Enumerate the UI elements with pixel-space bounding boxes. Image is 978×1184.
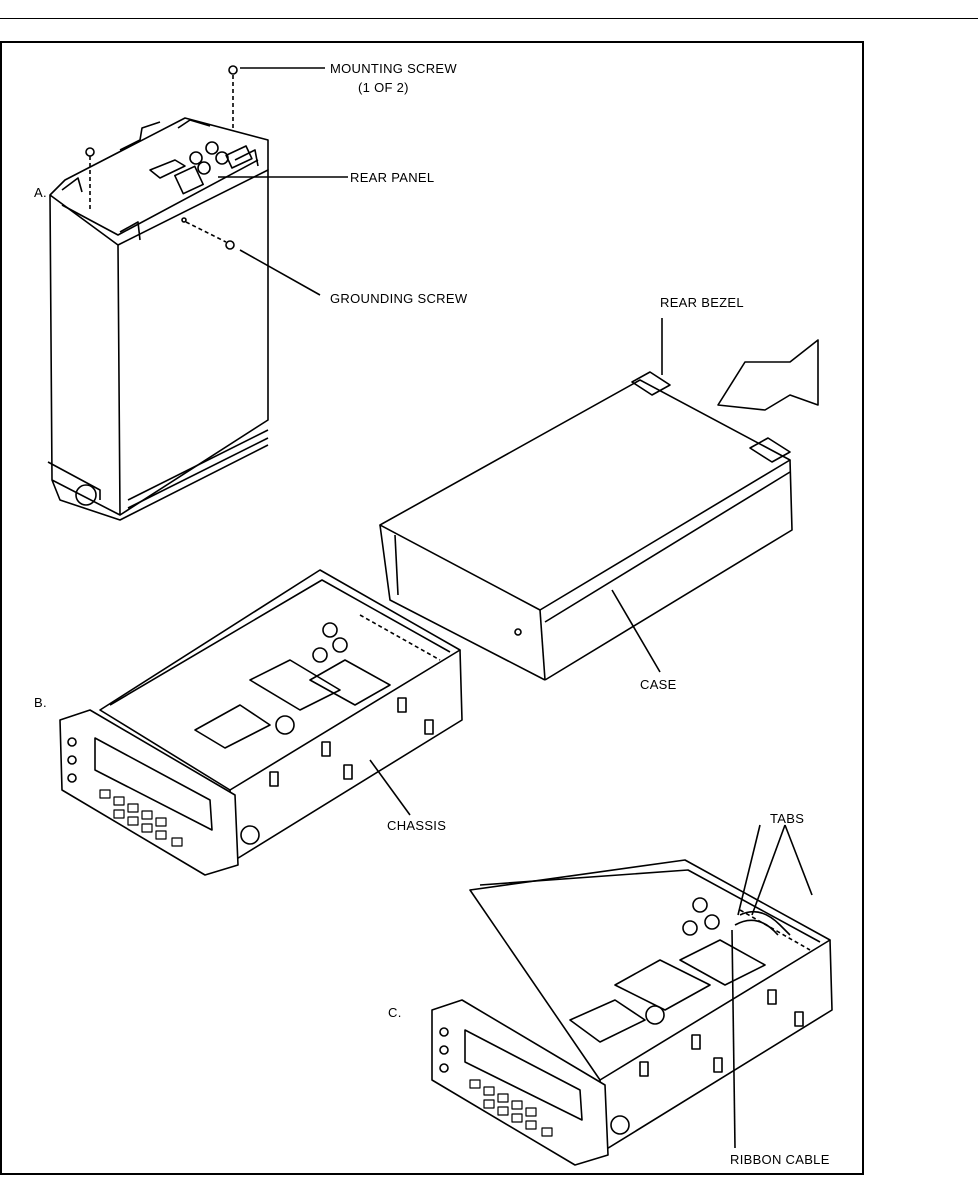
case (379, 371, 793, 681)
panel-a-marker: A. (34, 185, 47, 200)
label-mounting-screw: MOUNTING SCREW (330, 61, 457, 76)
front-panel-b (59, 709, 260, 876)
front-panel-c (431, 999, 630, 1166)
leader-line (611, 589, 661, 673)
mounting-screw (85, 65, 238, 210)
label-chassis: CHASSIS (387, 818, 446, 833)
label-case: CASE (640, 677, 677, 692)
label-tabs: TABS (770, 811, 804, 826)
instrument-upright (49, 117, 269, 521)
corner-tab (234, 149, 259, 167)
corner-tab (119, 221, 141, 241)
keypad-b (99, 789, 183, 847)
label-grounding-screw: GROUNDING SCREW (330, 291, 468, 306)
leader-line (239, 249, 321, 296)
knob (75, 484, 97, 506)
grounding-screw (181, 217, 235, 250)
header-rule (0, 18, 978, 19)
label-ribbon-cable: RIBBON CABLE (730, 1152, 830, 1167)
label-mounting-screw-count: (1 OF 2) (358, 80, 409, 95)
leader-line (751, 824, 786, 916)
leader-line (784, 824, 813, 896)
panel-c-marker: C. (388, 1005, 402, 1020)
removal-arrow (717, 339, 819, 411)
ribbon-cable (734, 910, 791, 936)
leader-line (737, 824, 761, 916)
corner-tab (61, 177, 83, 193)
label-rear-panel: REAR PANEL (350, 170, 434, 185)
leader-line (369, 759, 411, 816)
leader-line (731, 929, 736, 1149)
figure-frame (0, 41, 864, 1175)
keypad-c (469, 1079, 553, 1137)
label-rear-bezel: REAR BEZEL (660, 295, 744, 310)
panel-b-marker: B. (34, 695, 47, 710)
